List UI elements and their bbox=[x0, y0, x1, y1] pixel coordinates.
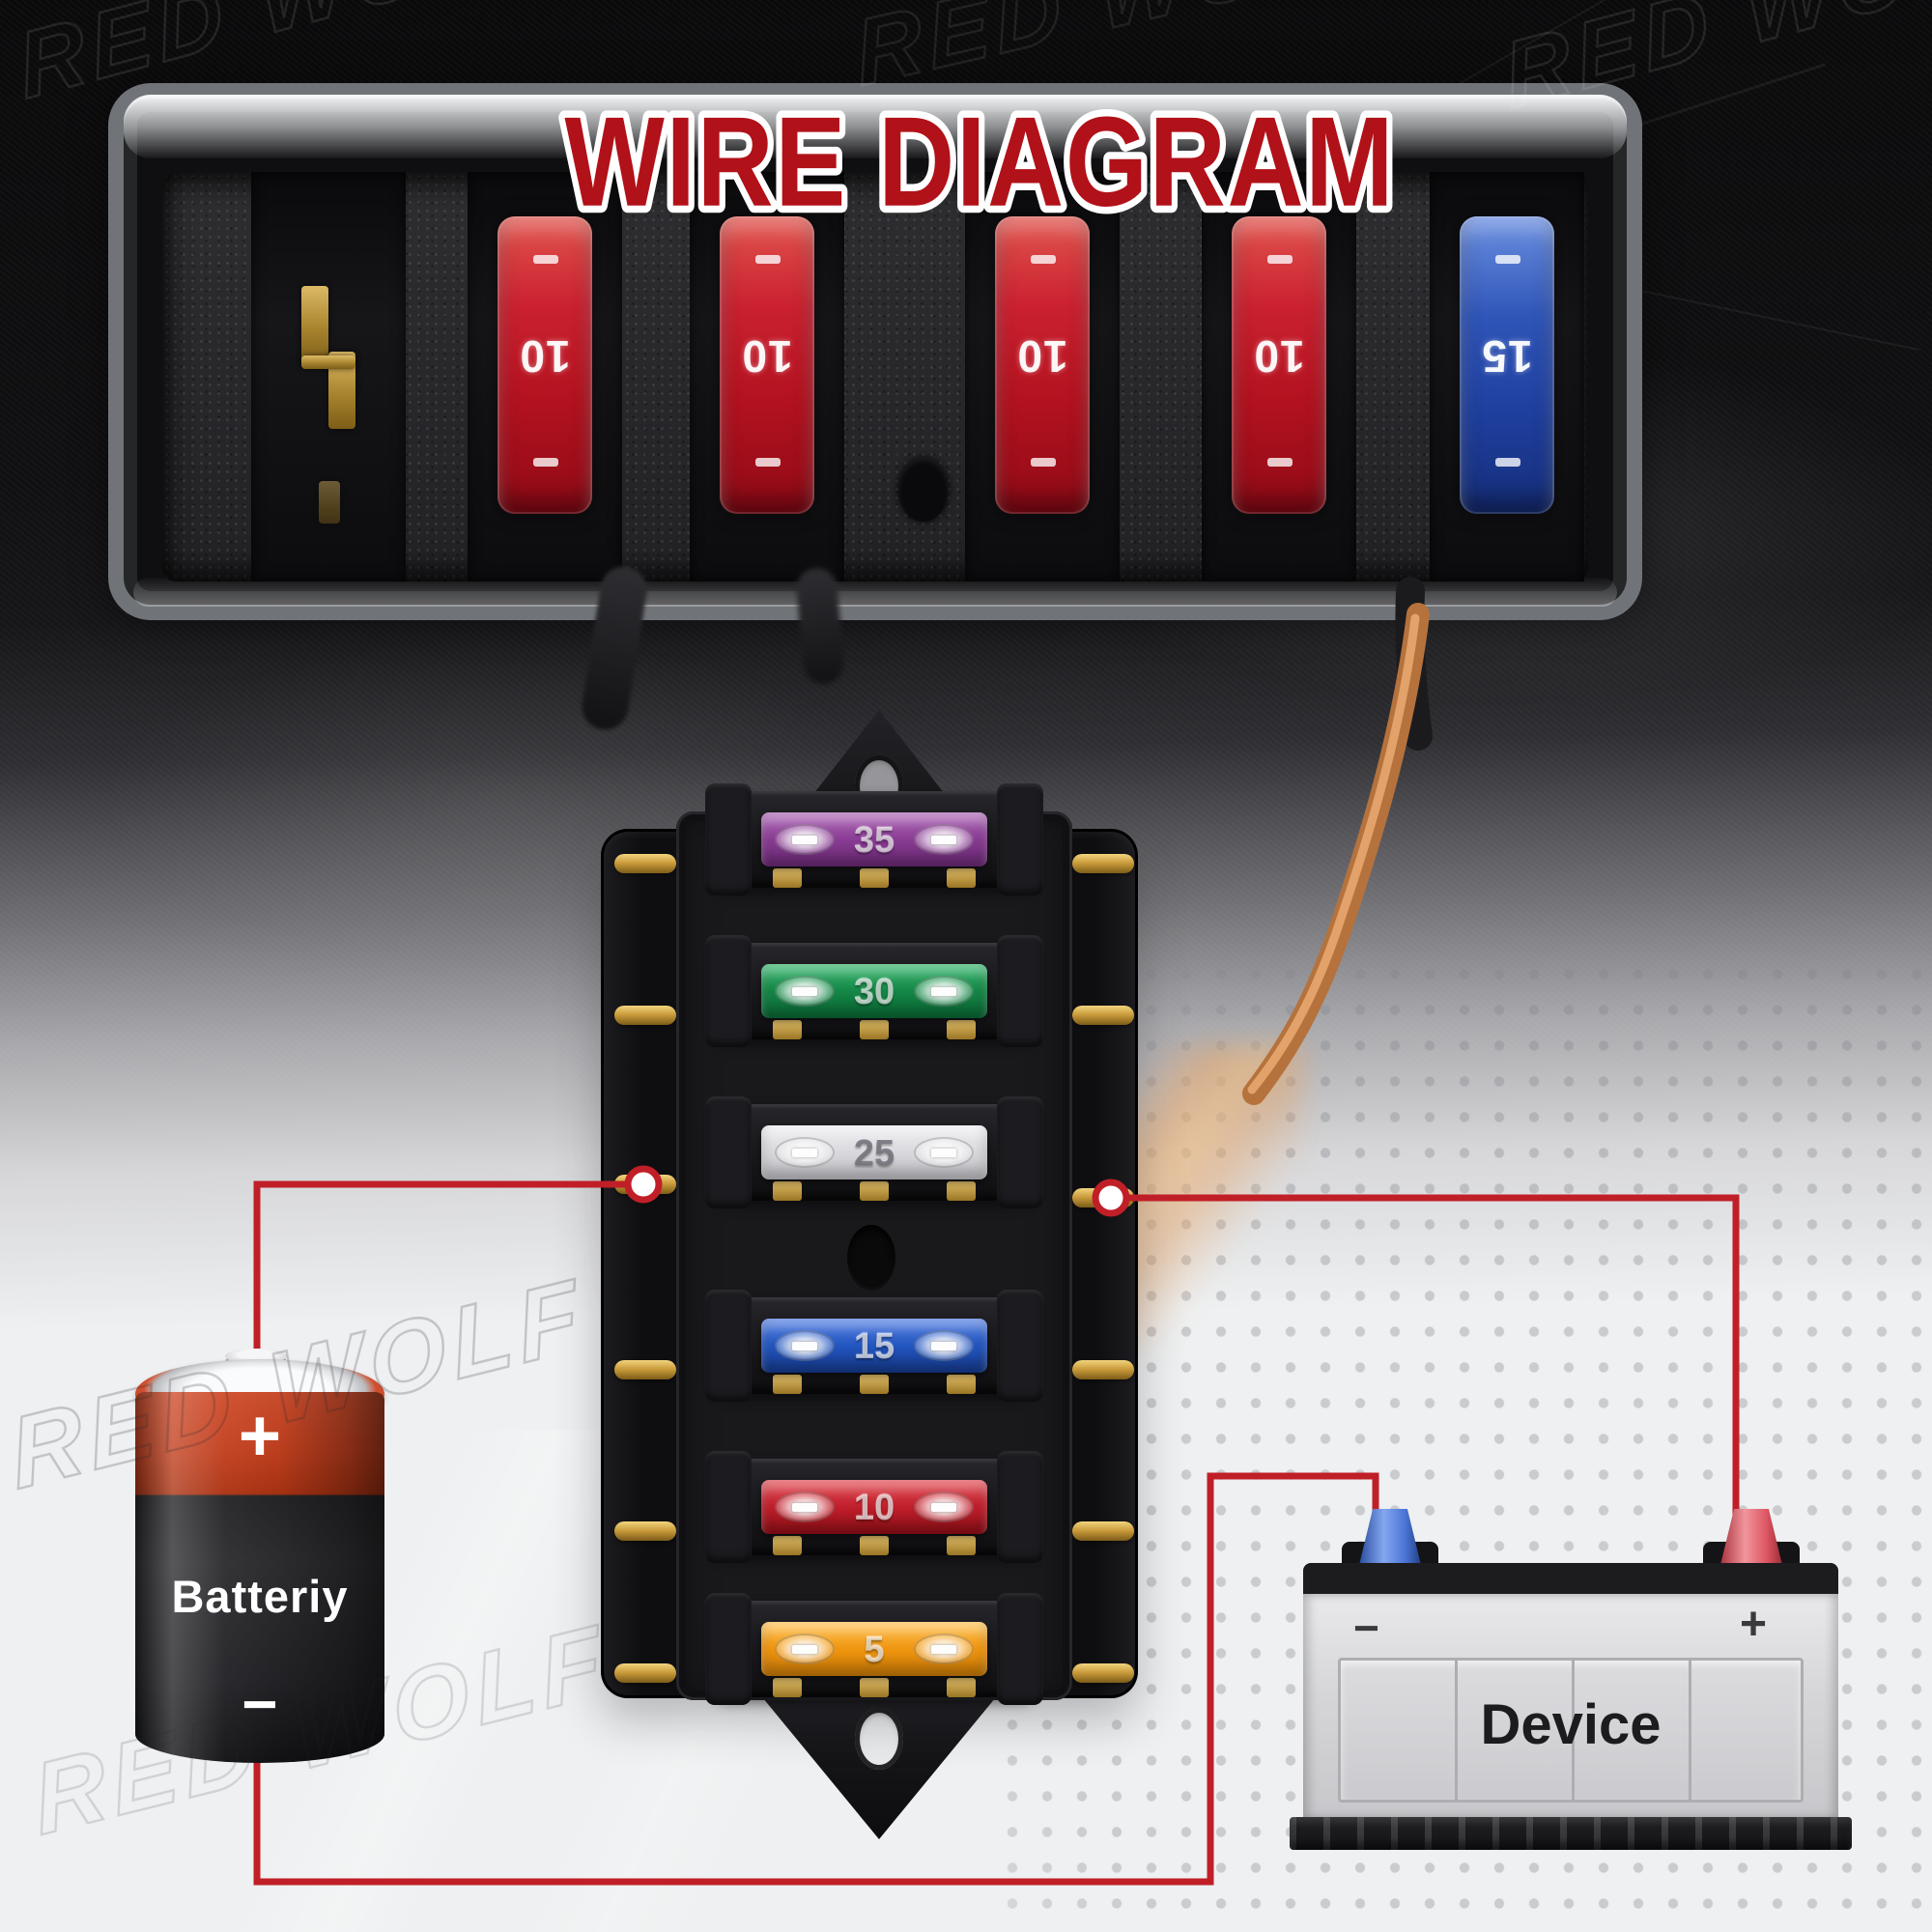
fuse-amp-label: 10 bbox=[1253, 331, 1305, 382]
mounting-hole bbox=[898, 458, 949, 522]
fuse-amp-label: 10 bbox=[741, 331, 793, 382]
clear-cover-bottom-edge bbox=[133, 578, 1617, 607]
fuse-slot: 10 bbox=[468, 172, 622, 582]
device-panels bbox=[1338, 1658, 1804, 1803]
clear-cover-highlight bbox=[124, 95, 1627, 158]
device-plus-sign: + bbox=[1740, 1599, 1768, 1650]
device-label: Device bbox=[1480, 1693, 1662, 1756]
fuse-terminal-slit bbox=[533, 458, 558, 467]
photo-fuse-10a: 10 bbox=[720, 216, 814, 514]
photo-fuse-10a: 10 bbox=[1232, 216, 1326, 514]
fuse-slot: 10 bbox=[690, 172, 844, 582]
photo-fuse-10a: 10 bbox=[995, 216, 1090, 514]
fuse-terminal-slit bbox=[1031, 458, 1056, 467]
brass-terminal bbox=[319, 481, 340, 524]
panel-divider bbox=[1455, 1661, 1458, 1800]
fuse-amp-label: 10 bbox=[1016, 331, 1068, 382]
brass-terminal bbox=[301, 355, 355, 369]
fuse-terminal-slit bbox=[1495, 255, 1520, 264]
photo-fuse-10a: 10 bbox=[497, 216, 592, 514]
fuse-terminal-slit bbox=[533, 255, 558, 264]
fuse-slot: 10 bbox=[1202, 172, 1356, 582]
device-positive-terminal bbox=[1720, 1509, 1782, 1565]
fuse-slot: 15 bbox=[1430, 172, 1584, 582]
device-body: − + Device bbox=[1303, 1594, 1838, 1819]
device-top-strip bbox=[1303, 1563, 1838, 1596]
fuse-amp-label: 10 bbox=[519, 331, 571, 382]
panel-divider bbox=[1572, 1661, 1575, 1800]
blurred-orange-wire bbox=[966, 1045, 1304, 1352]
device-minus-sign: − bbox=[1353, 1603, 1379, 1653]
fuse-terminal-slit bbox=[1267, 255, 1293, 264]
fuse-slot-empty bbox=[251, 172, 406, 582]
fuse-terminal-slit bbox=[1495, 458, 1520, 467]
photo-fuse-15a: 15 bbox=[1460, 216, 1554, 514]
fuse-terminal-slit bbox=[1031, 255, 1056, 264]
device-grille bbox=[1290, 1817, 1852, 1850]
battery-label: Batteriy bbox=[171, 1571, 349, 1622]
device-illustration: − + Device bbox=[1290, 1507, 1852, 1851]
fuse-slot: 10 bbox=[965, 172, 1120, 582]
fuse-box-tray: 10 10 10 bbox=[162, 172, 1588, 582]
scratch-line bbox=[1635, 288, 1919, 352]
fuse-box-photo: 10 10 10 bbox=[108, 83, 1642, 620]
fuse-amp-label: 15 bbox=[1481, 331, 1533, 382]
device-negative-terminal bbox=[1359, 1509, 1421, 1565]
fuse-terminal-slit bbox=[755, 255, 781, 264]
battery-plus-sign: + bbox=[238, 1395, 282, 1477]
fuse-terminal-slit bbox=[1267, 458, 1293, 467]
brass-terminal bbox=[301, 286, 328, 363]
fuse-terminal-slit bbox=[755, 458, 781, 467]
panel-divider bbox=[1689, 1661, 1691, 1800]
